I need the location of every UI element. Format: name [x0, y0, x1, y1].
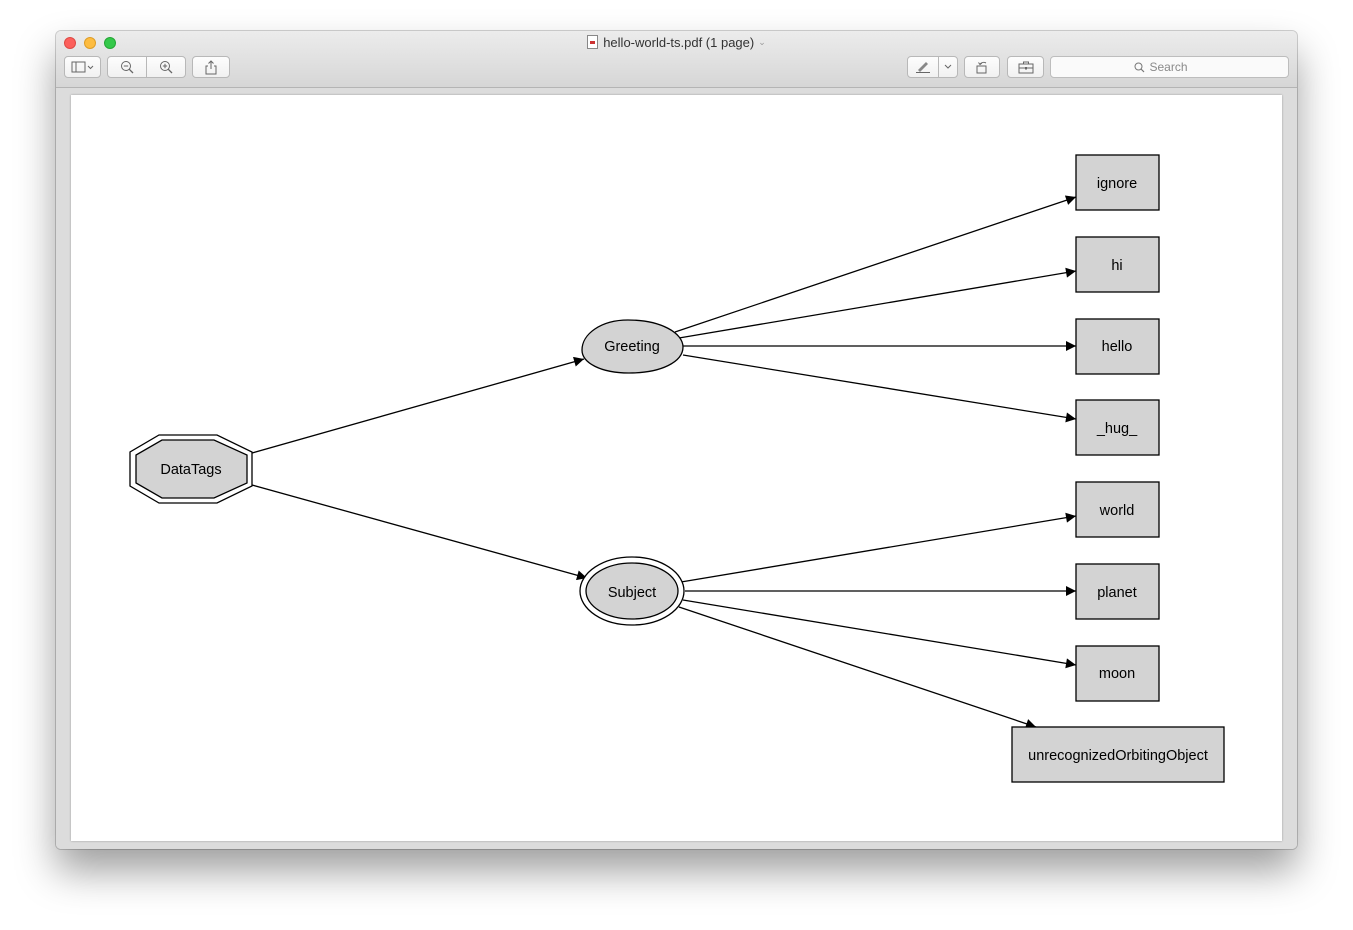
- pen-icon: [916, 62, 930, 73]
- chevron-down-icon: ⌄: [758, 37, 766, 47]
- node-label-datatags: DataTags: [160, 462, 221, 478]
- pdf-page: DataTags Greeting Subject ignore: [71, 95, 1282, 841]
- zoom-window-button[interactable]: [104, 37, 116, 49]
- share-icon: [205, 59, 217, 74]
- toolbox-icon: [1018, 61, 1033, 73]
- node-greeting: Greeting: [581, 319, 684, 374]
- node-uoo: unrecognizedOrbitingObject: [1011, 726, 1225, 783]
- node-label-hi: hi: [1111, 258, 1122, 274]
- share-button[interactable]: [192, 56, 230, 78]
- node-world: world: [1075, 481, 1160, 538]
- node-hug: _hug_: [1075, 399, 1160, 456]
- zoom-in-button[interactable]: [146, 56, 186, 78]
- node-hello: hello: [1075, 318, 1160, 375]
- rotate-icon: [976, 61, 987, 74]
- edge-datatags-subject: [251, 484, 588, 581]
- node-ignore: ignore: [1075, 154, 1160, 211]
- preview-window: hello-world-ts.pdf (1 page)⌄: [56, 31, 1297, 849]
- node-label-planet: planet: [1097, 585, 1137, 601]
- pdf-document-icon: [587, 35, 599, 49]
- edge-subject-uoo: [678, 606, 1037, 729]
- markup-menu-button[interactable]: [938, 56, 958, 78]
- close-window-button[interactable]: [64, 37, 76, 49]
- node-label-moon: moon: [1099, 666, 1135, 682]
- edge-datatags-greeting: [251, 356, 585, 454]
- graph-diagram: DataTags Greeting Subject ignore: [129, 154, 1225, 783]
- edge-subject-moon: [682, 599, 1077, 669]
- node-label-uoo: unrecognizedOrbitingObject: [1028, 748, 1208, 764]
- node-label-subject: Subject: [608, 585, 656, 601]
- node-label-ignore: ignore: [1097, 176, 1137, 192]
- search-icon: [1134, 62, 1144, 72]
- zoom-out-button[interactable]: [107, 56, 147, 78]
- node-planet: planet: [1075, 563, 1160, 620]
- toolbox-button[interactable]: [1007, 56, 1044, 78]
- minimize-window-button[interactable]: [84, 37, 96, 49]
- title-bar: hello-world-ts.pdf (1 page)⌄: [56, 31, 1297, 88]
- window-title-area[interactable]: hello-world-ts.pdf (1 page)⌄: [56, 35, 1297, 50]
- node-hi: hi: [1075, 236, 1160, 293]
- rotate-button[interactable]: [964, 56, 1000, 78]
- node-label-world: world: [1099, 503, 1135, 519]
- search-field[interactable]: [1050, 56, 1289, 78]
- document-viewer[interactable]: DataTags Greeting Subject ignore: [56, 88, 1297, 849]
- edge-greeting-ignore: [674, 195, 1077, 333]
- node-label-hello: hello: [1102, 339, 1133, 355]
- zoom-in-icon: [160, 61, 173, 74]
- node-label-hug: _hug_: [1096, 421, 1138, 437]
- node-subject: Subject: [579, 556, 685, 626]
- chevron-down-icon: [944, 64, 952, 69]
- sidebar-toggle-button[interactable]: [64, 56, 101, 78]
- edge-subject-world: [680, 512, 1077, 583]
- zoom-out-icon: [121, 61, 134, 74]
- node-datatags: DataTags: [129, 434, 253, 504]
- markup-button[interactable]: [907, 56, 939, 78]
- window-title: hello-world-ts.pdf (1 page): [603, 35, 755, 50]
- node-moon: moon: [1075, 645, 1160, 702]
- search-input[interactable]: [1149, 60, 1206, 74]
- sidebar-toggle-icon: [71, 61, 93, 73]
- edge-greeting-hi: [678, 267, 1077, 339]
- edge-greeting-hug: [682, 354, 1077, 423]
- node-label-greeting: Greeting: [604, 339, 660, 355]
